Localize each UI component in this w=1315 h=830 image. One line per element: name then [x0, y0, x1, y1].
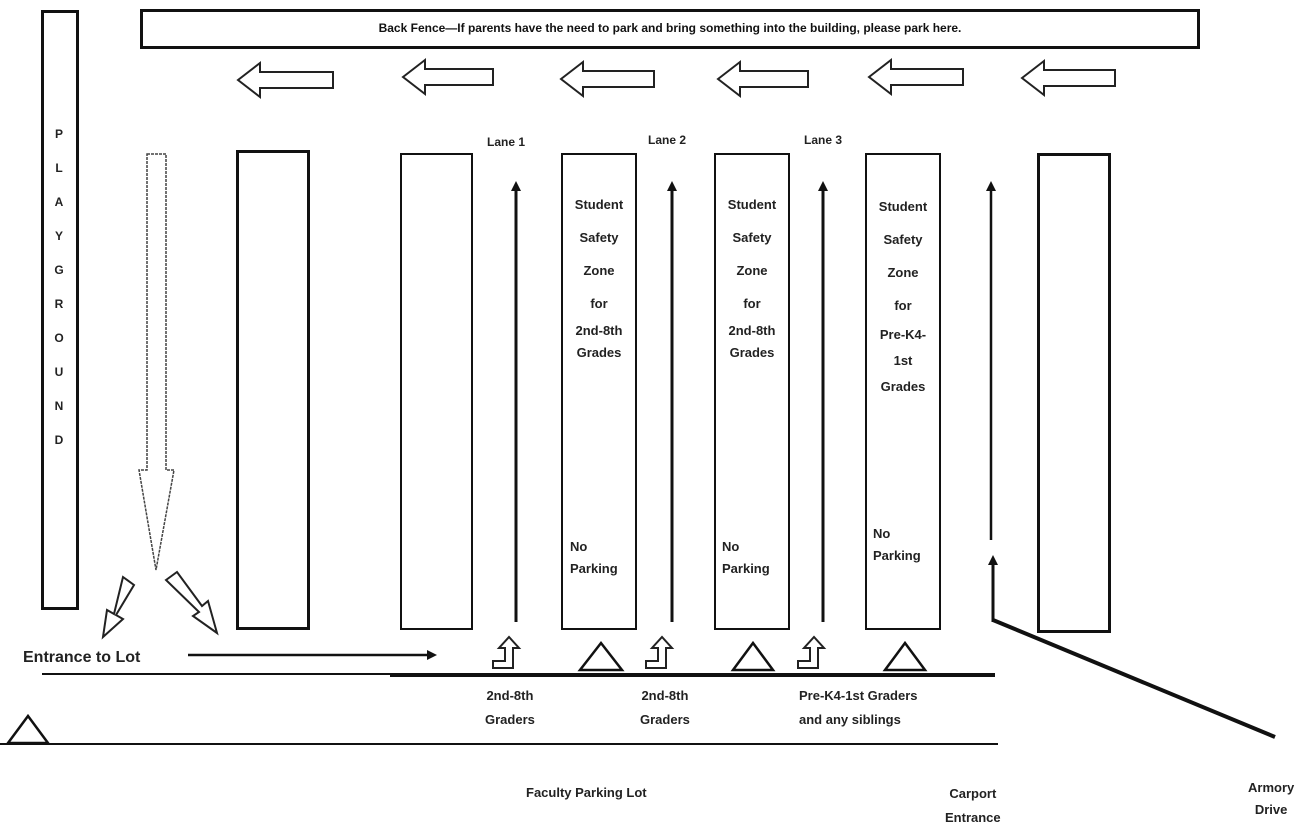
playground-letter: U	[54, 365, 64, 379]
zone-line: Zone	[887, 265, 919, 280]
u-turn-arrow-icon	[492, 635, 522, 669]
armory-line: Armory	[1248, 780, 1295, 795]
safety-zone-1	[561, 153, 637, 630]
playground-letter: N	[54, 399, 64, 413]
left-arrow-icon	[236, 60, 334, 100]
lane-label-2: Lane 2	[648, 133, 687, 147]
no-parking-line: Parking	[873, 548, 921, 563]
playground-area	[41, 10, 79, 610]
zone-line: Student	[878, 199, 928, 214]
safety-zone-text: Student Safety Zone for Pre-K4- 1st Grad…	[865, 190, 941, 400]
triangle-marker-icon	[577, 640, 625, 672]
parking-block	[236, 150, 310, 630]
zone-line: 1st	[893, 353, 913, 368]
triangle-marker-icon	[882, 640, 928, 672]
entrance-label: Entrance to Lot	[23, 649, 141, 666]
zone-line: 2nd-8th	[728, 323, 776, 338]
pickup-line: 2nd-8th	[641, 688, 689, 703]
playground-letter: R	[54, 297, 64, 311]
no-parking-line: No	[873, 526, 891, 541]
no-parking-label: No Parking	[722, 536, 770, 580]
lane-label-1: Lane 1	[487, 135, 526, 149]
zone-line: Grades	[576, 345, 622, 360]
zone-line: 2nd-8th	[575, 323, 623, 338]
playground-letters: P L A Y G R O U N D	[44, 117, 74, 457]
left-arrow-icon	[401, 57, 494, 97]
playground-letter: D	[54, 433, 64, 447]
triangle-marker-icon	[5, 713, 51, 745]
carport-label: Carport Entrance	[945, 782, 1001, 830]
pickup-label: Pre-K4-1st Graders and any siblings	[799, 684, 918, 732]
pickup-line: 2nd-8th	[486, 688, 534, 703]
pickup-line: Graders	[485, 712, 535, 727]
lane-label-3: Lane 3	[804, 133, 843, 147]
no-parking-line: Parking	[722, 561, 770, 576]
parking-block	[400, 153, 473, 630]
faculty-lot-label: Faculty Parking Lot	[526, 785, 647, 800]
zone-line: for	[743, 296, 761, 311]
safety-zone-text: Student Safety Zone for 2nd-8th Grades	[714, 188, 790, 364]
carport-line: Entrance	[945, 810, 1001, 825]
playground-letter: Y	[54, 229, 63, 243]
left-arrow-icon	[867, 57, 964, 97]
pickup-label: 2nd-8th Graders	[485, 684, 535, 732]
back-fence-banner: Back Fence—If parents have the need to p…	[140, 9, 1200, 49]
playground-letter: O	[54, 331, 64, 345]
zone-line: Safety	[579, 230, 619, 245]
playground-letter: L	[55, 161, 63, 175]
zone-line: Grades	[729, 345, 775, 360]
down-arrow-icon	[138, 153, 175, 571]
zone-line: Zone	[583, 263, 615, 278]
u-turn-arrow-icon	[797, 635, 827, 669]
playground-letter: G	[54, 263, 64, 277]
zone-line: Pre-K4-	[879, 327, 927, 342]
triangle-marker-icon	[730, 640, 776, 672]
left-arrow-icon	[559, 59, 655, 99]
zone-line: Safety	[883, 232, 923, 247]
no-parking-label: No Parking	[570, 536, 618, 580]
zone-line: for	[590, 296, 608, 311]
back-fence-text: Back Fence—If parents have the need to p…	[378, 21, 962, 35]
pickup-line: and any siblings	[799, 712, 901, 727]
left-arrow-icon	[1020, 58, 1116, 98]
carport-line: Carport	[949, 786, 997, 801]
zone-line: Student	[727, 197, 777, 212]
zone-line: Zone	[736, 263, 768, 278]
pickup-label: 2nd-8th Graders	[640, 684, 690, 732]
armory-label: Armory Drive	[1248, 777, 1294, 821]
pickup-line: Pre-K4-1st Graders	[799, 688, 918, 703]
pickup-line: Graders	[640, 712, 690, 727]
no-parking-label: No Parking	[873, 523, 921, 567]
u-turn-arrow-icon	[645, 635, 675, 669]
no-parking-line: Parking	[570, 561, 618, 576]
left-arrow-icon	[716, 59, 809, 99]
zone-line: Grades	[880, 379, 926, 394]
safety-zone-2	[714, 153, 790, 630]
armory-line: Drive	[1254, 802, 1288, 817]
armory-drive-line	[992, 618, 1276, 739]
down-left-arrow-icon	[101, 575, 136, 640]
zone-line: Student	[574, 197, 624, 212]
playground-letter: A	[54, 195, 64, 209]
safety-zone-3	[865, 153, 941, 630]
no-parking-line: No	[722, 539, 740, 554]
no-parking-line: No	[570, 539, 588, 554]
zone-line: for	[894, 298, 912, 313]
down-right-arrow-icon	[164, 570, 219, 636]
zone-line: Safety	[732, 230, 772, 245]
parking-block	[1037, 153, 1111, 633]
safety-zone-text: Student Safety Zone for 2nd-8th Grades	[561, 188, 637, 364]
playground-letter: P	[54, 127, 63, 141]
